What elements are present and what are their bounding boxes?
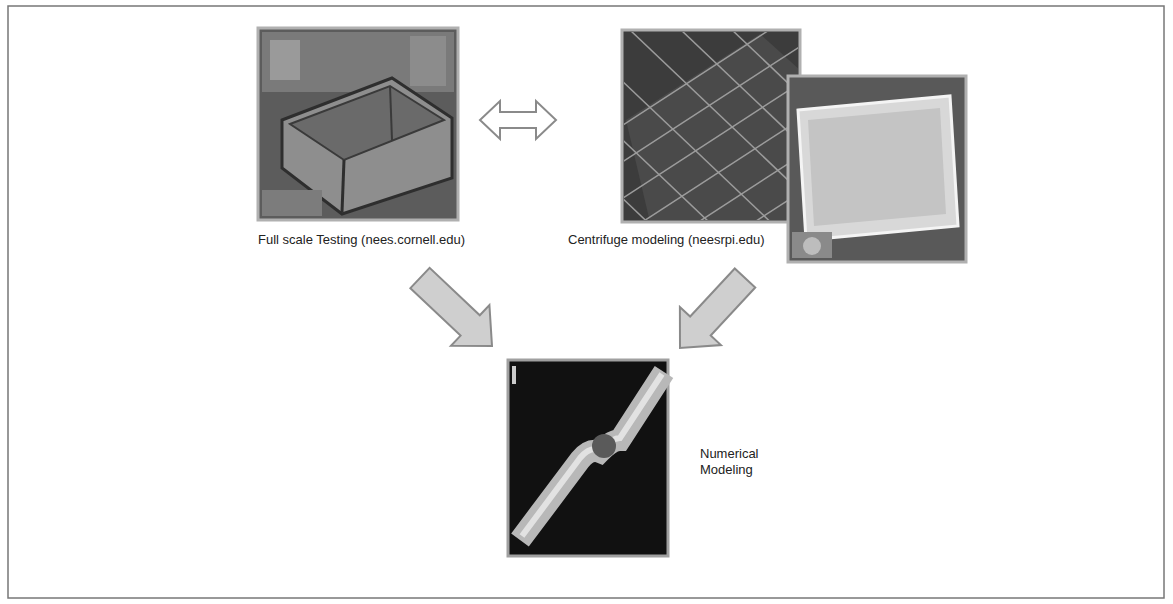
outer-frame [8,6,1164,598]
lab-photo [258,28,458,220]
block-arrow [680,268,755,348]
centrifuge-box-photo [788,76,966,262]
photo-caption: Full scale Testing (nees.cornell.edu) [256,232,467,248]
photo-panel: Full scale Testing (nees.cornell.edu) [254,26,476,252]
photo-caption: Numerical Modeling [698,446,776,478]
photo-panel: Numerical Modeling [504,356,780,560]
block-arrow [410,268,492,346]
photo-caption: Centrifuge modeling (neesrpi.edu) [566,232,767,248]
photo-panel: Centrifuge modeling (neesrpi.edu) [560,28,968,264]
pipe-model-image [508,360,668,556]
block-arrow [480,101,556,139]
